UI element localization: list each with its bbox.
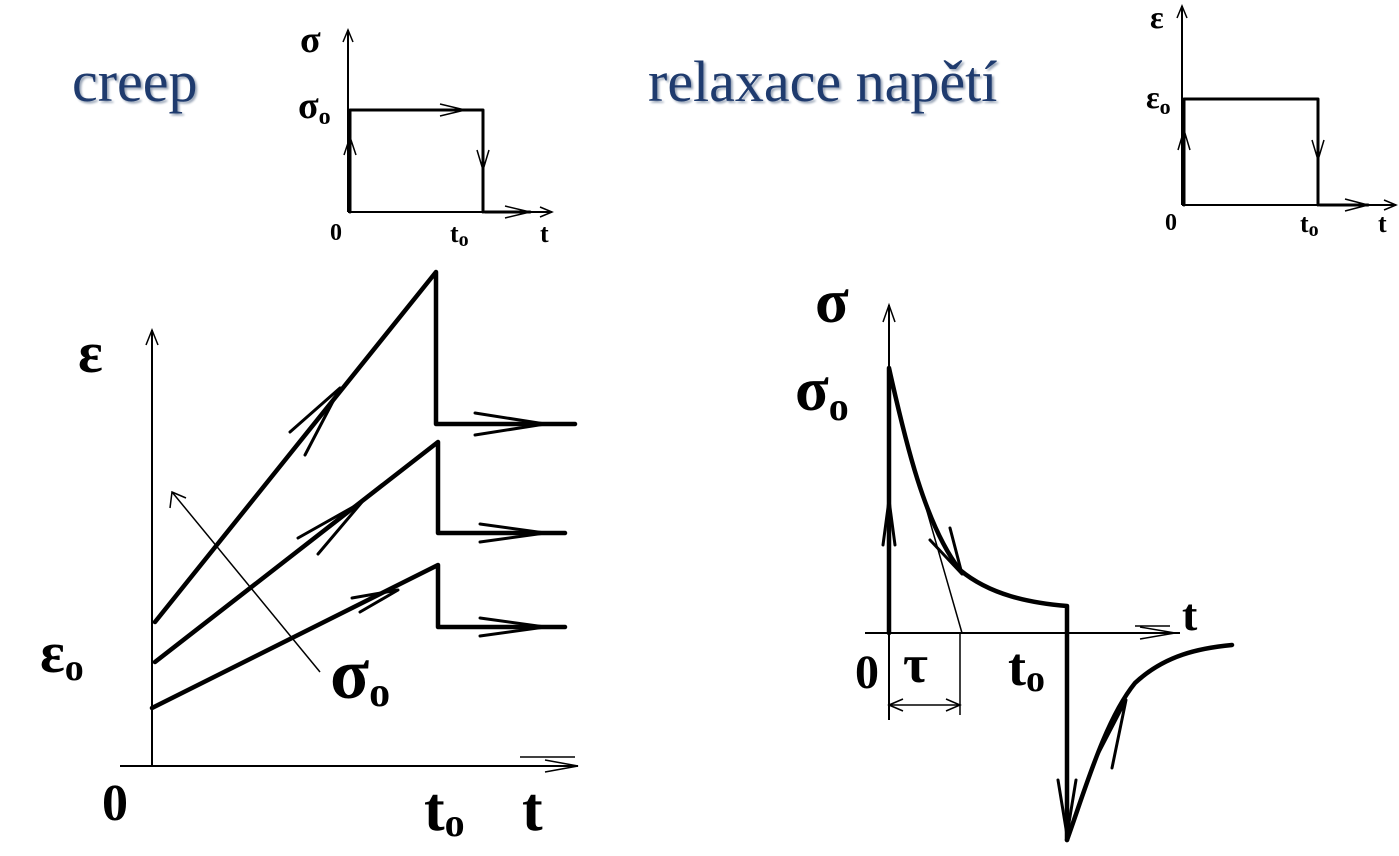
recovery-curve	[1064, 642, 1235, 843]
relax-input-y-arrow	[1176, 4, 1188, 19]
creep-input-y-arrow	[342, 28, 354, 43]
creep-input-tail-arrow	[504, 205, 531, 219]
creep-curve-low	[149, 562, 568, 711]
creep-response-y-arrow	[145, 327, 159, 346]
creep-input-right-arrow	[439, 103, 466, 117]
creep-response-x-arrow	[544, 759, 579, 773]
recovery-arrow	[1093, 698, 1128, 770]
relax-response-tau: τ	[903, 634, 928, 694]
relaxation-response-graph: σ σo 0 τ to t	[795, 268, 1235, 843]
relax-input-strain-step	[1182, 97, 1320, 207]
increasing-stress-arrowhead	[169, 490, 187, 509]
creep-curve-high-tail-arrow	[473, 411, 547, 437]
relaxation-up-arrow	[881, 498, 897, 547]
relax-response-y-label: σ	[815, 268, 849, 336]
creep-input-time-mark: to	[450, 219, 469, 251]
creep-curve-mid-arrow	[296, 500, 364, 556]
creep-input-stress-step	[348, 108, 485, 214]
relaxation-title: relaxace napětí	[648, 49, 998, 114]
relax-response-x-arrow	[1139, 626, 1176, 640]
creep-input-x-label: t	[540, 219, 549, 248]
relaxation-input-graph: ε εo 0 to t	[1146, 0, 1398, 241]
creep-response-y-label: ε	[78, 320, 103, 385]
creep-input-down-arrow	[476, 149, 490, 173]
relax-input-time-mark: to	[1300, 209, 1319, 241]
relax-response-y-arrow	[882, 302, 896, 323]
creep-curve-mid	[152, 439, 568, 665]
relax-input-origin: 0	[1165, 210, 1177, 236]
creep-response-y-mark: εo	[40, 620, 84, 689]
relax-input-x-label: t	[1378, 209, 1387, 238]
relax-input-down-arrow	[1311, 139, 1325, 163]
creep-response-origin: 0	[102, 775, 128, 832]
tau-tangent-line	[894, 399, 963, 634]
creep-input-level-label: σo	[298, 85, 331, 130]
relax-input-tail-arrow	[1344, 198, 1371, 212]
creep-input-origin: 0	[330, 220, 342, 246]
creep-input-y-label: σ	[300, 19, 321, 61]
tau-dimension-left-arrow	[887, 698, 904, 712]
relax-response-x-label: t	[1182, 589, 1198, 640]
creep-response-x-label: t	[522, 776, 543, 844]
relaxation-decay-arrow	[928, 526, 964, 576]
creep-curve-mid-tail-arrow	[478, 522, 547, 544]
creep-curve-low-tail-arrow	[478, 616, 547, 638]
creep-input-up-arrow	[343, 134, 357, 156]
relaxation-curve	[886, 365, 1070, 843]
relax-response-origin: 0	[855, 646, 879, 699]
relax-input-level-label: εo	[1146, 79, 1171, 119]
creep-response-graph: ε εo 0 to t σo	[40, 269, 579, 845]
creep-curve-high	[152, 269, 578, 625]
increasing-stress-line	[171, 491, 321, 673]
relax-response-time-mark: to	[1008, 637, 1045, 700]
relax-response-y-mark: σo	[795, 356, 849, 429]
creep-curve-low-arrow	[350, 588, 400, 614]
relax-input-y-label: ε	[1150, 0, 1164, 35]
relax-input-up-arrow	[1177, 127, 1191, 151]
creep-input-graph: σ σo 0 to t	[298, 19, 554, 251]
creep-input-x-arrow	[539, 206, 554, 218]
creep-response-time-mark: to	[424, 776, 465, 845]
creep-response-stress-label: σo	[330, 634, 390, 716]
relax-input-x-arrow	[1383, 199, 1398, 211]
creep-curve-high-arrow	[288, 386, 342, 457]
creep-title: creep	[72, 49, 198, 114]
